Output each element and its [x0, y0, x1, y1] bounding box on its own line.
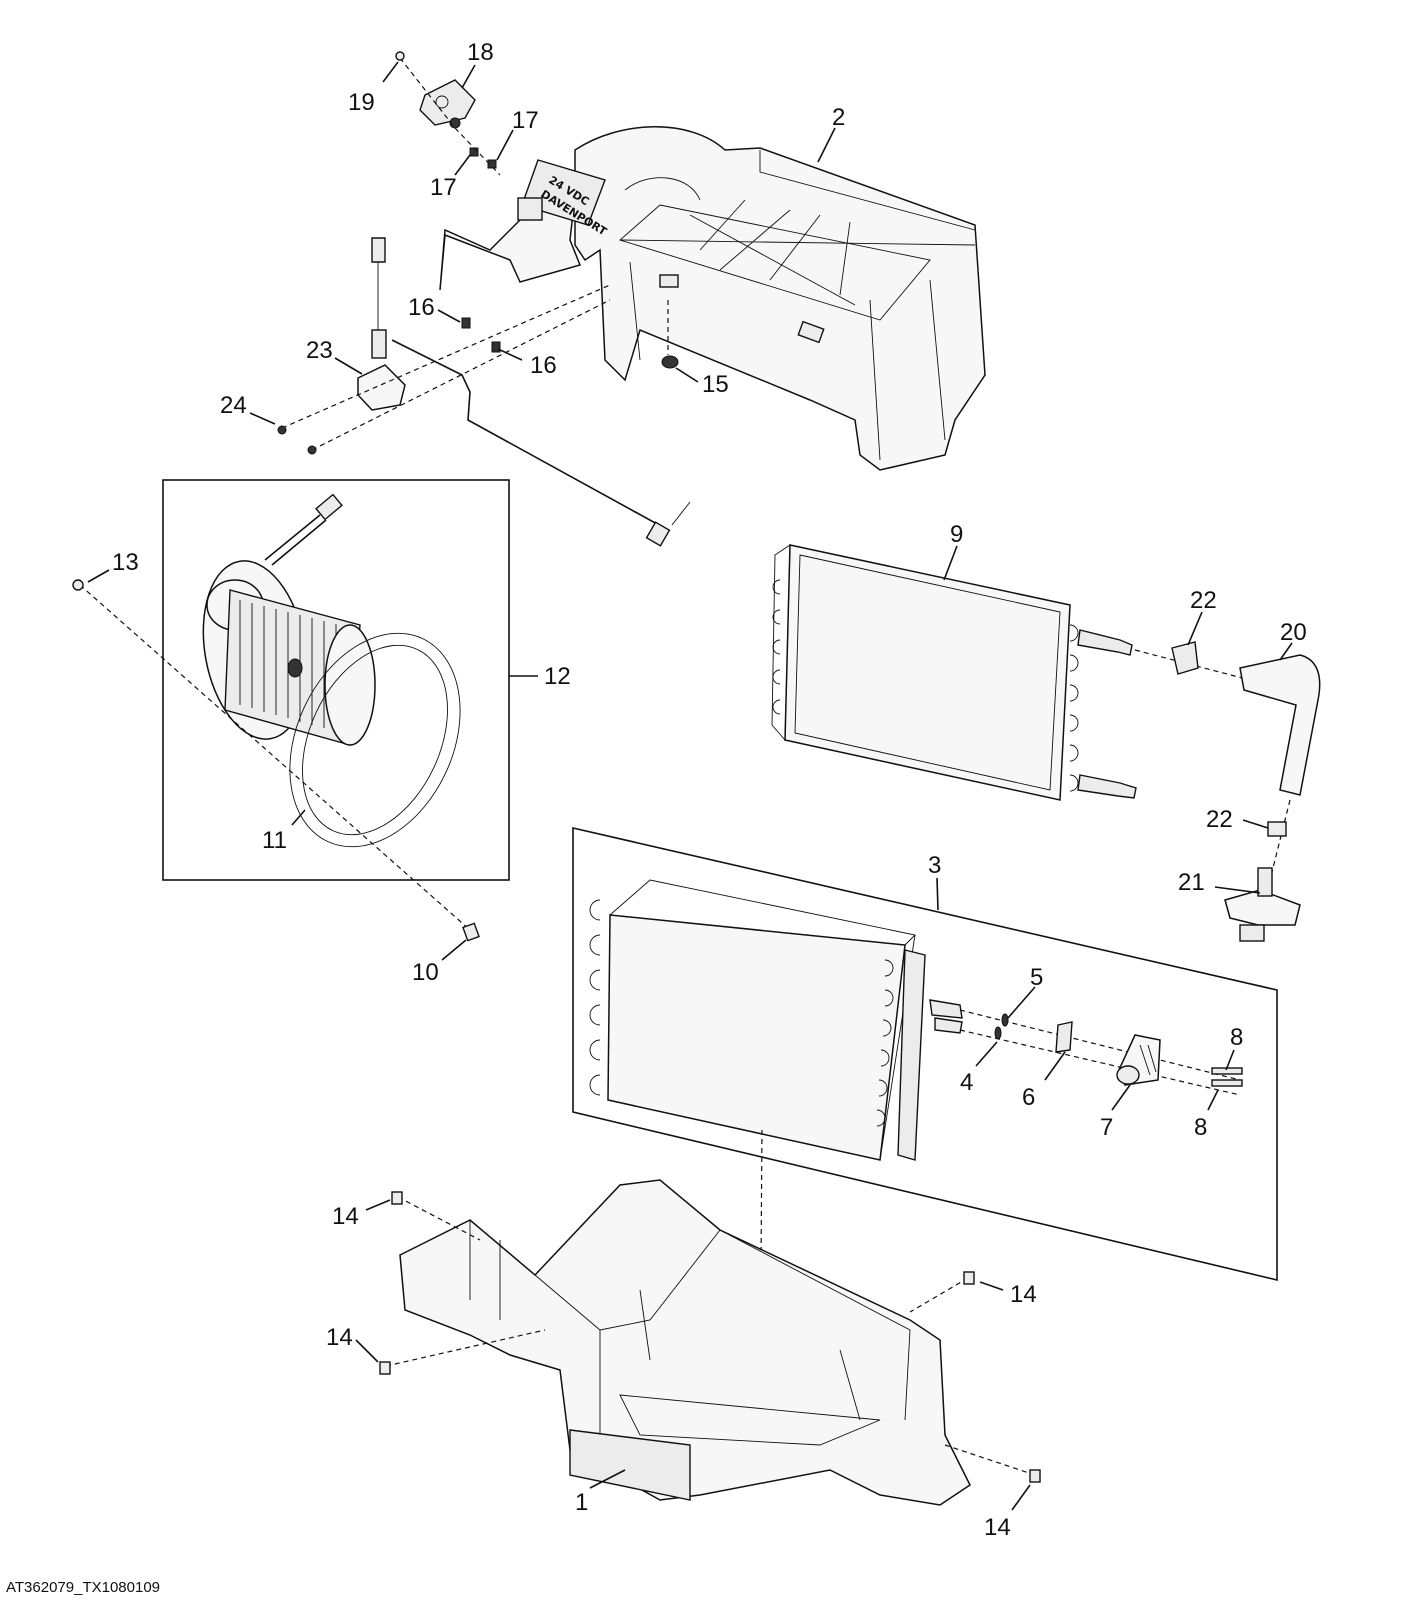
callout-23: 23: [306, 337, 333, 364]
clamp-part-22a: [1171, 641, 1199, 675]
callout-17a: 17: [512, 107, 539, 134]
callout-24: 24: [220, 392, 247, 419]
hose-part-20: [1239, 654, 1321, 796]
callout-9: 9: [950, 521, 963, 548]
nut-part-17b: [487, 159, 497, 169]
clip-line-14a: [397, 1196, 481, 1241]
expansion-line-b: [959, 1029, 1241, 1096]
clip-part-14a: [391, 1191, 403, 1205]
hose-line: [1134, 649, 1251, 681]
nut-part-17a: [469, 147, 479, 157]
callout-8b: 8: [1194, 1114, 1207, 1141]
callout-4: 4: [960, 1069, 973, 1096]
o-ring-part-5: [1001, 1013, 1009, 1027]
mount-line-a: [281, 284, 611, 429]
clip-line-14c: [909, 1277, 969, 1313]
grommet-part-15: [661, 300, 679, 369]
callout-3: 3: [928, 852, 941, 879]
callout-15: 15: [702, 371, 729, 398]
heater-core-part-9: [771, 544, 1137, 801]
clip-line-14d: [944, 1444, 1036, 1476]
lower-housing-part-1: [399, 1179, 971, 1506]
callout-10: 10: [412, 959, 439, 986]
upper-blower-housing: [439, 126, 986, 471]
figure-reference-id: AT362079_TX1080109: [6, 1579, 160, 1596]
evaporator-box: [572, 826, 1278, 1282]
clip-part-6: [1055, 1021, 1073, 1053]
callout-13: 13: [112, 549, 139, 576]
blower-motor-part-12: [202, 493, 376, 746]
screw-part-24a: [277, 425, 287, 435]
clip-line-14b: [385, 1329, 546, 1367]
callout-14a: 14: [332, 1203, 359, 1230]
callout-8a: 8: [1230, 1024, 1243, 1051]
screw-part-19: [395, 51, 405, 61]
callout-1: 1: [575, 1489, 588, 1516]
o-ring-part-4: [994, 1026, 1002, 1040]
evaporator-core-part-3: [589, 879, 963, 1161]
housing-bracket: [517, 197, 543, 221]
clip-part-14c: [963, 1271, 975, 1285]
clip-part-16b: [491, 341, 501, 353]
callout-7: 7: [1100, 1114, 1113, 1141]
callout-6: 6: [1022, 1084, 1035, 1111]
callout-22a: 22: [1190, 587, 1217, 614]
callout-21: 21: [1178, 869, 1205, 896]
callout-19: 19: [348, 89, 375, 116]
callout-12: 12: [544, 663, 571, 690]
clip-part-10: [462, 922, 480, 942]
callout-20: 20: [1280, 619, 1307, 646]
clamp-part-22b: [1267, 821, 1287, 837]
callout-14c: 14: [1010, 1281, 1037, 1308]
screw-part-8b: [1211, 1079, 1243, 1087]
blower-motor-box: [162, 479, 510, 881]
screw-part-13: [72, 579, 84, 591]
callout-16b: 16: [530, 352, 557, 379]
leader-lines: [87, 61, 1293, 1511]
valve-part-21: [1224, 867, 1301, 942]
callout-17b: 17: [430, 174, 457, 201]
clip-part-14b: [379, 1361, 391, 1375]
motor-mount-line: [79, 584, 471, 931]
clip-part-14d: [1029, 1469, 1041, 1483]
expansion-valve-part-7: [1116, 1034, 1161, 1086]
resistor-harness-part-23: [357, 237, 691, 547]
gasket-ring-part-11: [289, 632, 461, 848]
callout-labels: 1 2 3 4 5 6 7 8 8 9 10 11 12 13 14 14 14…: [112, 39, 1307, 1541]
callout-22b: 22: [1206, 806, 1233, 833]
mount-line-b: [311, 299, 611, 451]
callout-14b: 14: [326, 1324, 353, 1351]
callout-18: 18: [467, 39, 494, 66]
callout-5: 5: [1030, 964, 1043, 991]
callout-11: 11: [262, 827, 287, 854]
callout-16a: 16: [408, 294, 435, 321]
screw-part-24b: [307, 445, 317, 455]
callout-2: 2: [832, 104, 845, 131]
switch-assembly-part-18: [395, 51, 501, 176]
callout-14d: 14: [984, 1514, 1011, 1541]
clip-part-16a: [461, 317, 471, 329]
valve-line: [1269, 799, 1291, 881]
